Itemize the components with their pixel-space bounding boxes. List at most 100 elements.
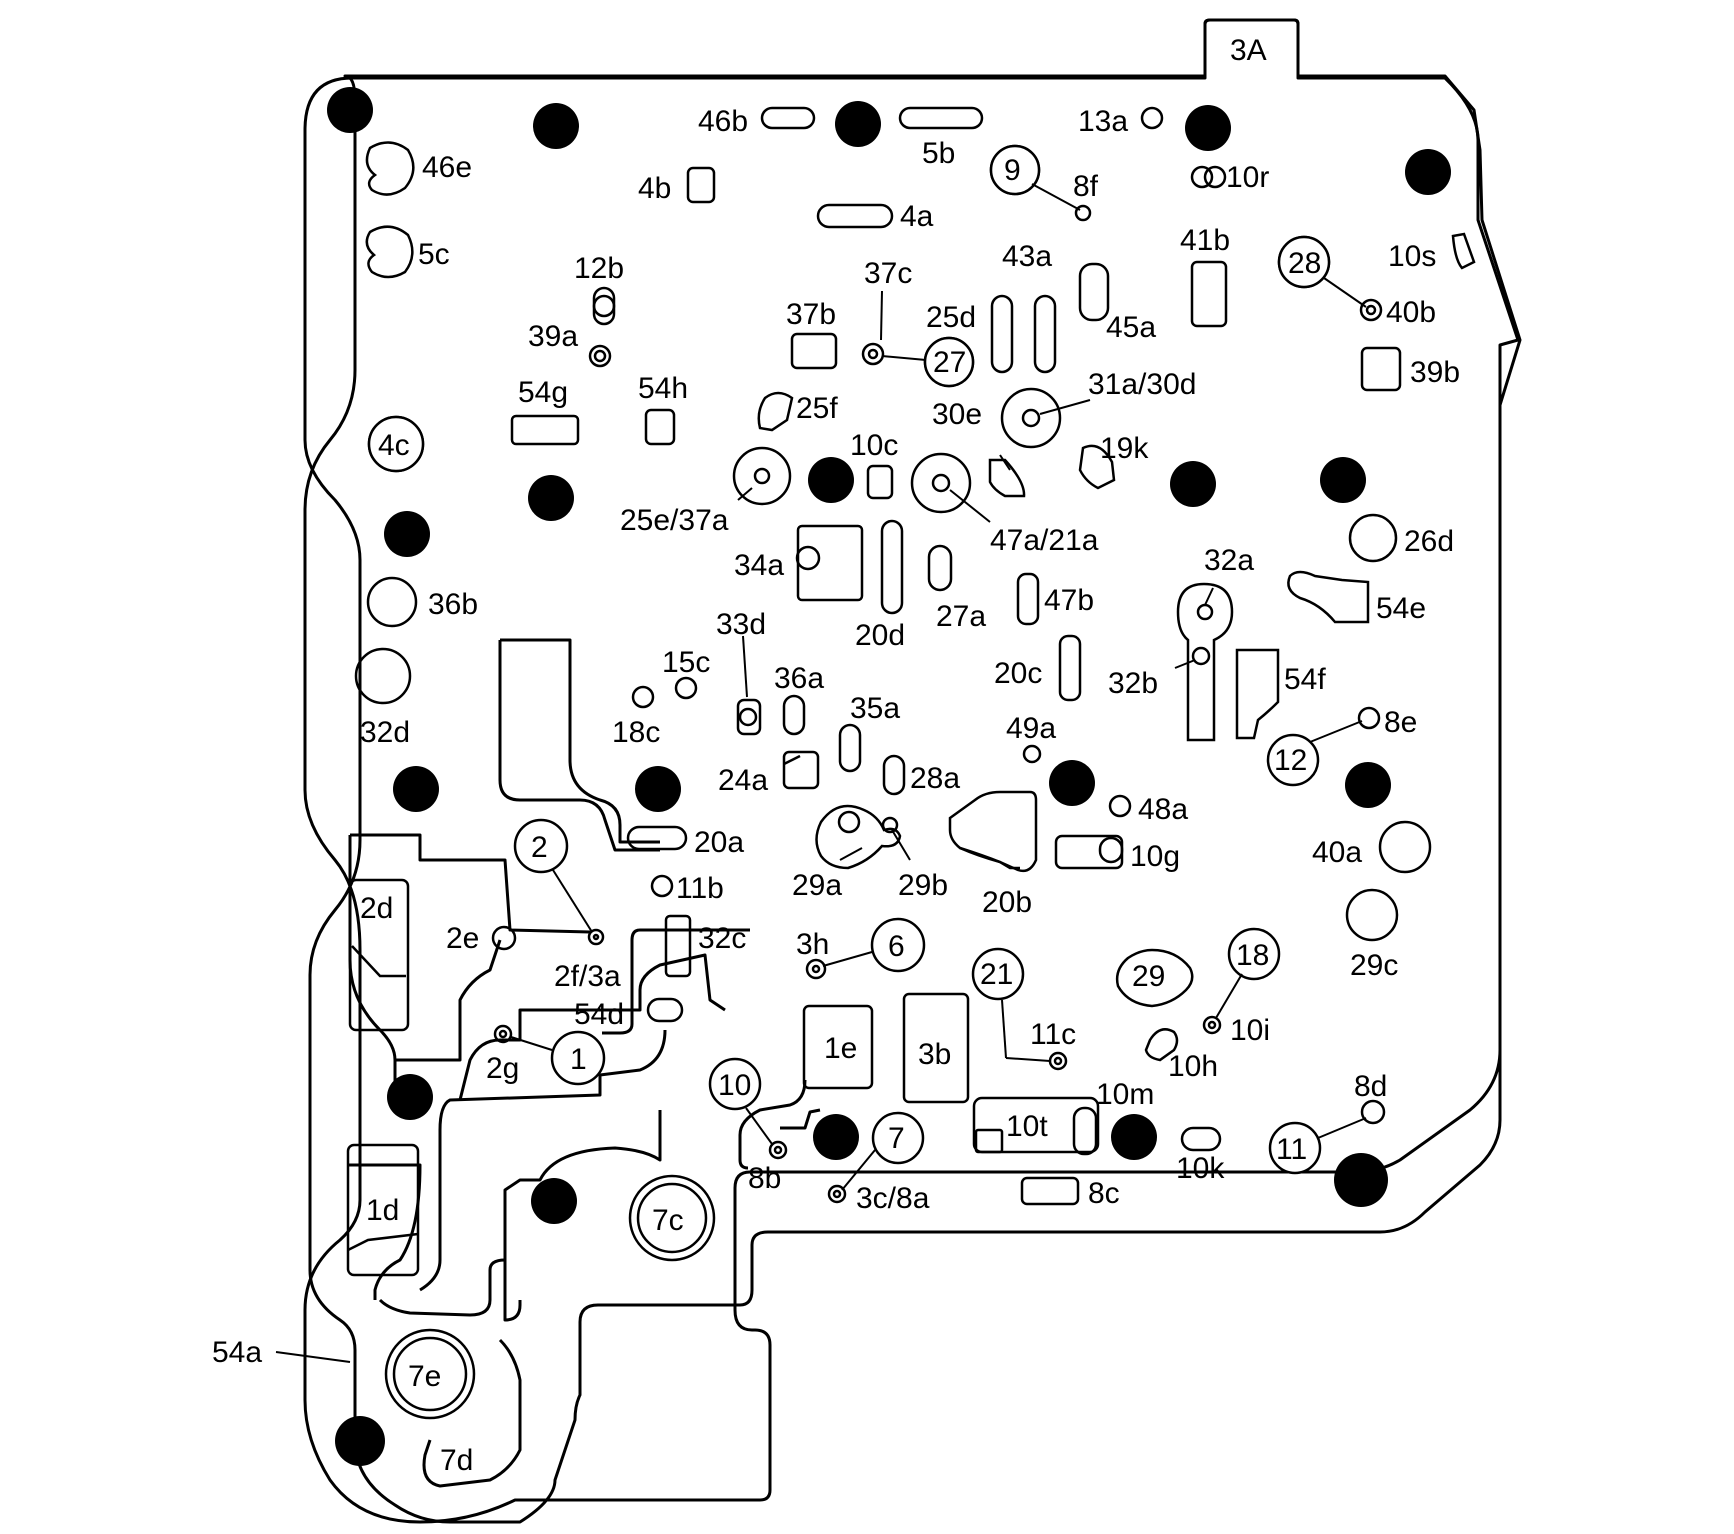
label-12b: 12b [574, 252, 624, 285]
label-1: 1 [570, 1043, 587, 1076]
label-10h: 10h [1168, 1050, 1218, 1083]
label-18c: 18c [612, 716, 660, 749]
label-31a30d: 31a/30d [1088, 368, 1196, 401]
callout-circle-12 [1266, 733, 1320, 787]
label-11b: 11b [676, 872, 724, 905]
callout-circle-2 [513, 818, 569, 874]
label-3h: 3h [796, 928, 829, 961]
label-10s: 10s [1388, 240, 1436, 273]
label-25d: 25d [926, 301, 976, 334]
label-29a: 29a [792, 869, 842, 902]
label-10m: 10m [1096, 1078, 1154, 1111]
label-10i: 10i [1230, 1014, 1270, 1047]
label-6: 6 [888, 930, 905, 963]
label-33d: 33d [716, 608, 766, 641]
label-13a: 13a [1078, 105, 1128, 138]
label-27: 27 [933, 346, 966, 379]
label-2g: 2g [486, 1052, 519, 1085]
bolt-hole [1170, 461, 1216, 507]
label-10t: 10t [1006, 1110, 1048, 1143]
bolt-hole [528, 475, 574, 521]
label-12: 12 [1274, 744, 1307, 777]
label-19k: 19k [1100, 432, 1149, 465]
callout-circle-6 [870, 917, 926, 973]
label-32c: 32c [698, 922, 746, 955]
callout-circle-29 [1115, 948, 1194, 1008]
bolt-hole [327, 87, 373, 133]
label-54e: 54e [1376, 592, 1426, 625]
label-28: 28 [1288, 247, 1321, 280]
label-29b: 29b [898, 869, 948, 902]
callout-circle-9 [989, 144, 1041, 196]
label-7d: 7d [440, 1444, 473, 1477]
label-4a: 4a [900, 200, 934, 233]
plate-outline [303, 18, 1522, 1524]
bolt-hole [384, 511, 430, 557]
label-41b: 41b [1180, 224, 1230, 257]
leader-lines [275, 183, 1367, 1363]
label-10c: 10c [850, 429, 898, 462]
label-4b: 4b [638, 172, 671, 205]
callout-circle-4c [367, 415, 425, 473]
label-46e: 46e [422, 151, 472, 184]
label-20c: 20c [994, 657, 1042, 690]
bolt-hole [335, 1416, 385, 1466]
label-8d: 8d [1354, 1070, 1387, 1103]
label-27a: 27a [936, 600, 986, 633]
label-21: 21 [980, 958, 1013, 991]
callout-circle-21 [971, 947, 1025, 1001]
label-32d: 32d [360, 716, 410, 749]
label-10r: 10r [1226, 161, 1269, 194]
label-47b: 47b [1044, 584, 1094, 617]
callout-circle-10 [708, 1057, 762, 1111]
label-28a: 28a [910, 762, 960, 795]
label-7c: 7c [652, 1204, 684, 1237]
label-10k: 10k [1176, 1152, 1225, 1185]
label-15c: 15c [662, 646, 710, 679]
label-34a: 34a [734, 549, 784, 582]
numbered-callouts [367, 144, 1331, 1175]
bolt-hole [387, 1074, 433, 1120]
label-36a: 36a [774, 662, 824, 695]
bolt-hole [1334, 1153, 1388, 1207]
label-3c8a: 3c/8a [856, 1182, 930, 1215]
bolt-hole [808, 457, 854, 503]
label-54g: 54g [518, 376, 568, 409]
label-11c: 11c [1030, 1018, 1076, 1051]
label-9: 9 [1004, 154, 1021, 187]
bolt-hole [1405, 149, 1451, 195]
label-47a21a: 47a/21a [990, 524, 1099, 557]
callout-circle-7 [871, 1111, 925, 1165]
label-2f3a: 2f/3a [554, 960, 621, 993]
callout-circle-27 [923, 336, 975, 388]
label-10g: 10g [1130, 840, 1180, 873]
bolt-hole [1185, 105, 1231, 151]
label-25e37a: 25e/37a [620, 504, 729, 537]
label-18: 18 [1236, 939, 1269, 972]
label-5b: 5b [922, 137, 955, 170]
label-32a: 32a [1204, 544, 1254, 577]
label-20a: 20a [694, 826, 744, 859]
label-54f: 54f [1284, 663, 1326, 696]
label-11: 11 [1276, 1133, 1307, 1166]
label-35a: 35a [850, 692, 900, 725]
label-45a: 45a [1106, 311, 1156, 344]
label-54a: 54a [212, 1336, 262, 1369]
plate-edge [303, 18, 1520, 1524]
label-29c: 29c [1350, 949, 1398, 982]
bolt-hole [1049, 760, 1095, 806]
label-4c: 4c [378, 429, 410, 462]
label-30e: 30e [932, 398, 982, 431]
bolt-hole [1345, 762, 1391, 808]
label-40a: 40a [1312, 836, 1362, 869]
callout-circle-1 [550, 1030, 606, 1086]
label-2: 2 [531, 831, 548, 864]
label-8c: 8c [1088, 1177, 1120, 1210]
label-8b: 8b [748, 1162, 781, 1195]
label-39a: 39a [528, 320, 578, 353]
label-46b: 46b [698, 105, 748, 138]
label-7: 7 [888, 1122, 905, 1155]
ports [346, 106, 1476, 1420]
bolt-hole [835, 101, 881, 147]
label-36b: 36b [428, 588, 478, 621]
